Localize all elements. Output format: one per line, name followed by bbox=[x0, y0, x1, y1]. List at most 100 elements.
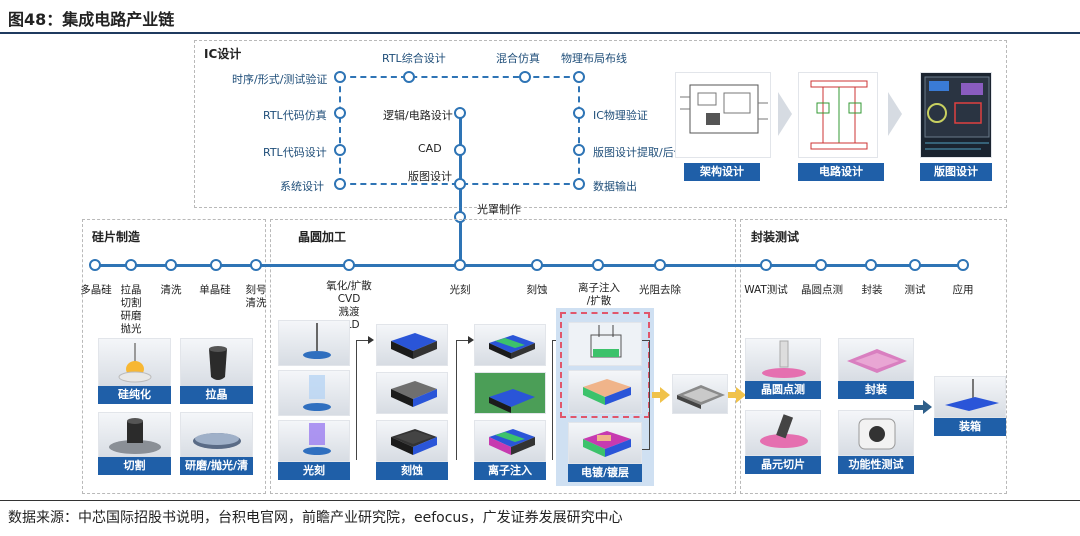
wafer-button-polishing[interactable]: 研磨/抛光/清洗 bbox=[180, 457, 253, 490]
loop-connector bbox=[642, 340, 650, 450]
pack-button-probe[interactable]: 晶圆点测 bbox=[745, 381, 821, 399]
proc-step-4-line-2: /扩散 bbox=[586, 295, 612, 307]
node-top-1 bbox=[334, 71, 346, 83]
chevron-1 bbox=[778, 92, 792, 136]
exposure-icon bbox=[303, 375, 331, 411]
proc-button-implant[interactable]: 离子注入 bbox=[474, 462, 546, 480]
proc-step-5: 光阻去除 bbox=[639, 284, 681, 296]
pack-button-package[interactable]: 封装 bbox=[838, 381, 914, 399]
connector-1 bbox=[356, 340, 368, 460]
connector-2 bbox=[456, 340, 468, 460]
stage-button-layout[interactable]: 版图设计 bbox=[920, 163, 992, 181]
chip-layout-icon bbox=[924, 76, 990, 150]
title-rule bbox=[0, 32, 1080, 34]
node-top-3 bbox=[519, 71, 531, 83]
source-rule bbox=[0, 500, 1080, 501]
wafer-button-purification[interactable]: 硅纯化 bbox=[98, 386, 171, 404]
deposition-icon bbox=[303, 323, 331, 359]
center-node-label-2: CAD bbox=[418, 142, 442, 155]
pack-button-functional[interactable]: 功能性测试 bbox=[838, 456, 914, 474]
ingot-icon bbox=[209, 346, 227, 380]
figure-title: 图48：集成电路产业链 bbox=[8, 10, 175, 29]
center-node-2 bbox=[454, 144, 466, 156]
wafer-step-2-line-4: 抛光 bbox=[120, 323, 142, 335]
wafer-step-5: 刻号 清洗 bbox=[240, 284, 272, 310]
wafer-disk-icon bbox=[193, 433, 241, 449]
ic-design-panel bbox=[194, 40, 1007, 208]
wafer-button-slicing[interactable]: 切割 bbox=[98, 457, 171, 475]
layout-design-image bbox=[920, 72, 992, 158]
node-top-4 bbox=[573, 71, 585, 83]
block-diagram-icon bbox=[680, 84, 768, 134]
left-node-4 bbox=[334, 178, 346, 190]
etched-die-icon bbox=[391, 429, 437, 455]
right-node-1 bbox=[573, 107, 585, 119]
implant-image-3 bbox=[474, 420, 546, 462]
proc-button-plating[interactable]: 电镀/镀层 bbox=[568, 464, 642, 482]
pack-step-3: 封装 bbox=[861, 284, 883, 296]
circuit-design-image bbox=[798, 72, 878, 158]
node-top-2 bbox=[403, 71, 415, 83]
chevron-2 bbox=[888, 92, 902, 136]
wafer-probe-image bbox=[745, 338, 821, 382]
wafer-step-5-line-1: 刻号 bbox=[245, 284, 267, 296]
right-node-label-3: 数据输出 bbox=[593, 180, 637, 193]
right-node-label-2: 版图设计提取/后仿 bbox=[593, 146, 685, 159]
gold-arrow-1 bbox=[660, 387, 670, 403]
proc-step-3: 刻蚀 bbox=[526, 284, 548, 296]
proc-step-1-line-1: 氧化/扩散 bbox=[326, 280, 372, 292]
probe-icon bbox=[762, 340, 806, 378]
pack-node-4 bbox=[909, 259, 921, 271]
right-node-label-1: IC物理验证 bbox=[593, 109, 648, 122]
proc-button-etch[interactable]: 刻蚀 bbox=[376, 462, 448, 480]
connector-1-arrow bbox=[368, 336, 374, 344]
wafer-manufacturing-title: 硅片制造 bbox=[92, 230, 141, 244]
plating-image-1 bbox=[568, 322, 642, 366]
center-node-label-3: 版图设计 bbox=[408, 170, 452, 183]
top-label-mixed-sim: 混合仿真 bbox=[496, 52, 540, 65]
implanted-die-icon bbox=[489, 429, 535, 455]
packaging-image bbox=[838, 338, 914, 382]
slicing-icon bbox=[109, 418, 161, 454]
proc-node-3 bbox=[531, 259, 543, 271]
dicing-icon bbox=[760, 414, 808, 448]
wafer-step-1: 多晶硅 bbox=[80, 284, 112, 296]
pack-button-boxing[interactable]: 装箱 bbox=[934, 418, 1006, 436]
exposure-image bbox=[278, 370, 350, 416]
boxing-icon bbox=[945, 379, 999, 411]
gold-arrow-2 bbox=[736, 387, 746, 403]
left-node-label-1: 时序/形式/测试验证 bbox=[232, 73, 328, 86]
proc-button-lithography[interactable]: 光刻 bbox=[278, 462, 350, 480]
stage-button-architecture[interactable]: 架构设计 bbox=[684, 163, 760, 181]
tester-icon bbox=[858, 418, 896, 450]
wafer-dicing-image bbox=[745, 410, 821, 456]
right-node-3 bbox=[573, 178, 585, 190]
packaging-testing-panel bbox=[740, 219, 1007, 494]
crystal-pulling-image bbox=[180, 338, 253, 388]
proc-step-1-line-3: 溅渡 bbox=[338, 306, 360, 318]
blue-die-icon bbox=[391, 333, 437, 359]
circuit-schematic-icon bbox=[810, 80, 868, 150]
wafer-button-crystal[interactable]: 拉晶 bbox=[180, 386, 253, 404]
gold-arrow-1-bar bbox=[652, 392, 662, 398]
connector-2-arrow bbox=[468, 336, 474, 344]
gold-arrow-2-bar bbox=[728, 392, 738, 398]
pack-button-dicing[interactable]: 晶元切片 bbox=[745, 456, 821, 474]
dark-arrow-head bbox=[923, 400, 932, 414]
main-flow-line bbox=[95, 264, 963, 267]
lithography-icon bbox=[303, 423, 331, 455]
pack-step-1: WAT测试 bbox=[744, 284, 788, 296]
ic-dash-left bbox=[339, 76, 341, 184]
proc-node-5 bbox=[654, 259, 666, 271]
proc-step-4: 离子注入 /扩散 bbox=[570, 282, 628, 308]
top-label-rtl-synthesis: RTL综合设计 bbox=[382, 52, 446, 65]
pack-step-2: 晶圆点测 bbox=[801, 284, 843, 296]
ion-beam-icon bbox=[475, 373, 545, 413]
proc-node-1 bbox=[343, 259, 355, 271]
wafer-node-5 bbox=[250, 259, 262, 271]
wafer-step-5-line-2: 清洗 bbox=[245, 297, 267, 309]
wafer-node-2 bbox=[125, 259, 137, 271]
stage-button-circuit[interactable]: 电路设计 bbox=[798, 163, 884, 181]
deposition-image bbox=[278, 320, 350, 366]
pack-step-5: 应用 bbox=[952, 284, 974, 296]
